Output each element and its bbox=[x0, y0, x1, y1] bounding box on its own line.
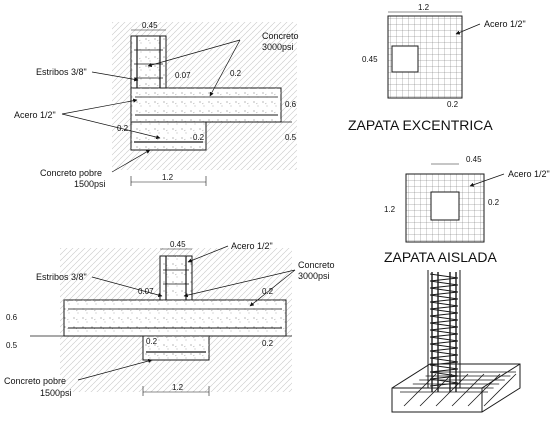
stirrup-diagonal bbox=[429, 340, 459, 345]
footing-concrete bbox=[131, 88, 281, 122]
eccentric-footing-plan: 1.2 0.45 0.2 Acero 1/2" ZAPATA EXCENTRIC… bbox=[348, 3, 526, 133]
stirrup-diagonal bbox=[429, 382, 459, 387]
dim-depth: 0.5 bbox=[285, 133, 297, 142]
dim-plan2-width: 1.2 bbox=[384, 205, 396, 214]
stirrup-diagonal bbox=[429, 350, 459, 356]
dim-base2-cover: 0.2 bbox=[146, 337, 158, 346]
stirrup-diagonal bbox=[429, 273, 459, 279]
label-estribos-2: Estribos 3/8" bbox=[36, 272, 87, 282]
dim-plan2-column: 0.45 bbox=[466, 155, 482, 164]
stirrup-diagonal bbox=[429, 308, 459, 314]
dim-bottom-cover: 0.2 bbox=[193, 133, 205, 142]
footing-mesh-3d bbox=[400, 371, 517, 407]
dim-side: 0.2 bbox=[117, 124, 129, 133]
label-acero-plan: Acero 1/2" bbox=[484, 19, 526, 29]
dim-stirrup-gap: 0.07 bbox=[175, 71, 191, 80]
plan-column-2 bbox=[430, 191, 460, 221]
footing-block-3d bbox=[391, 363, 521, 413]
stirrup-diagonal bbox=[429, 357, 459, 363]
dim-plan-column: 0.45 bbox=[362, 55, 378, 64]
rebar-cage-3d bbox=[391, 270, 521, 413]
label-concreto-pobre: Concreto pobre bbox=[40, 168, 102, 178]
dim-slab2-depth: 0.5 bbox=[6, 341, 18, 350]
mesh-bar-cross bbox=[435, 373, 469, 407]
mesh-bar-cross bbox=[467, 373, 501, 407]
label-1500psi-2: 1500psi bbox=[40, 388, 72, 398]
isolated-footing-section: 0.45 0.07 0.2 0.6 0.5 0.2 0.2 1.2 Acero … bbox=[4, 240, 335, 398]
stirrup-diagonal bbox=[429, 312, 459, 317]
label-estribos: Estribos 3/8" bbox=[36, 67, 87, 77]
label-acero-plan2: Acero 1/2" bbox=[508, 169, 550, 179]
eccentric-footing-section: 0.45 0.07 0.2 0.6 0.5 0.2 0.2 1.2 Concre… bbox=[14, 21, 299, 189]
dim-column-width: 0.45 bbox=[142, 21, 158, 30]
column-2-concrete bbox=[160, 256, 192, 300]
stirrup-diagonal bbox=[429, 336, 459, 342]
stirrup-diagonal bbox=[429, 354, 459, 359]
dim-plan-width: 1.2 bbox=[418, 3, 430, 12]
stirrup-diagonal bbox=[429, 294, 459, 300]
stirrup-diagonal bbox=[429, 329, 459, 335]
stirrup-diagonal bbox=[429, 375, 459, 380]
stirrup-diagonal bbox=[429, 364, 459, 370]
title-excentrica: ZAPATA EXCENTRICA bbox=[348, 117, 493, 133]
column-cage bbox=[427, 270, 461, 392]
stirrup-diagonal bbox=[429, 315, 459, 321]
stirrup-diagonal bbox=[429, 371, 459, 377]
label-3000psi: 3000psi bbox=[262, 42, 294, 52]
stirrup-diagonal bbox=[429, 301, 459, 307]
dim-base2-width: 1.2 bbox=[172, 383, 184, 392]
label-1500psi: 1500psi bbox=[74, 179, 106, 189]
stirrup-diagonal bbox=[429, 280, 459, 286]
mesh-bar-cross bbox=[419, 373, 453, 407]
label-3000psi-2: 3000psi bbox=[298, 271, 330, 281]
stirrup-diagonal bbox=[429, 333, 459, 338]
stirrup-diagonal bbox=[429, 347, 459, 352]
stirrup-diagonal bbox=[429, 368, 459, 373]
stirrup-diagonal bbox=[429, 298, 459, 303]
mesh-bar-cross bbox=[403, 373, 437, 407]
dim-plan-cover: 0.2 bbox=[447, 100, 459, 109]
label-acero: Acero 1/2" bbox=[14, 110, 56, 120]
title-aislada: ZAPATA AISLADA bbox=[384, 249, 497, 265]
label-concreto-2: Concreto bbox=[298, 260, 335, 270]
dim-base-width: 1.2 bbox=[162, 173, 174, 182]
dim-cover: 0.2 bbox=[230, 69, 242, 78]
stirrup-diagonal bbox=[429, 277, 459, 282]
dim-col2-width: 0.45 bbox=[170, 240, 186, 249]
dim-slab2-height: 0.6 bbox=[6, 313, 18, 322]
dim-base2-side: 0.2 bbox=[262, 339, 274, 348]
stirrup-diagonal bbox=[429, 326, 459, 331]
dim-slab-height: 0.6 bbox=[285, 100, 297, 109]
footing-base-concrete bbox=[131, 122, 206, 150]
stirrup-diagonal bbox=[429, 284, 459, 289]
label-concreto-pobre-2: Concreto pobre bbox=[4, 376, 66, 386]
stirrup-diagonal bbox=[429, 319, 459, 324]
mesh-bar-cross bbox=[483, 373, 517, 407]
mesh-bar-cross bbox=[451, 373, 485, 407]
isolated-footing-plan: 0.45 1.2 0.2 Acero 1/2" ZAPATA AISLADA bbox=[384, 155, 550, 265]
stirrup-diagonal bbox=[429, 305, 459, 310]
footing-slab-2-concrete bbox=[64, 300, 286, 336]
dim-plan2-cover: 0.2 bbox=[488, 198, 500, 207]
label-acero-2: Acero 1/2" bbox=[231, 241, 273, 251]
stirrup-diagonal bbox=[429, 343, 459, 349]
footing-base-2-concrete bbox=[143, 336, 209, 360]
column-concrete bbox=[131, 36, 166, 88]
stirrup-diagonal bbox=[429, 322, 459, 328]
stirrup-diagonal bbox=[429, 287, 459, 293]
stirrup-diagonal bbox=[429, 291, 459, 296]
label-concreto: Concreto bbox=[262, 31, 299, 41]
plan-column bbox=[391, 45, 419, 73]
